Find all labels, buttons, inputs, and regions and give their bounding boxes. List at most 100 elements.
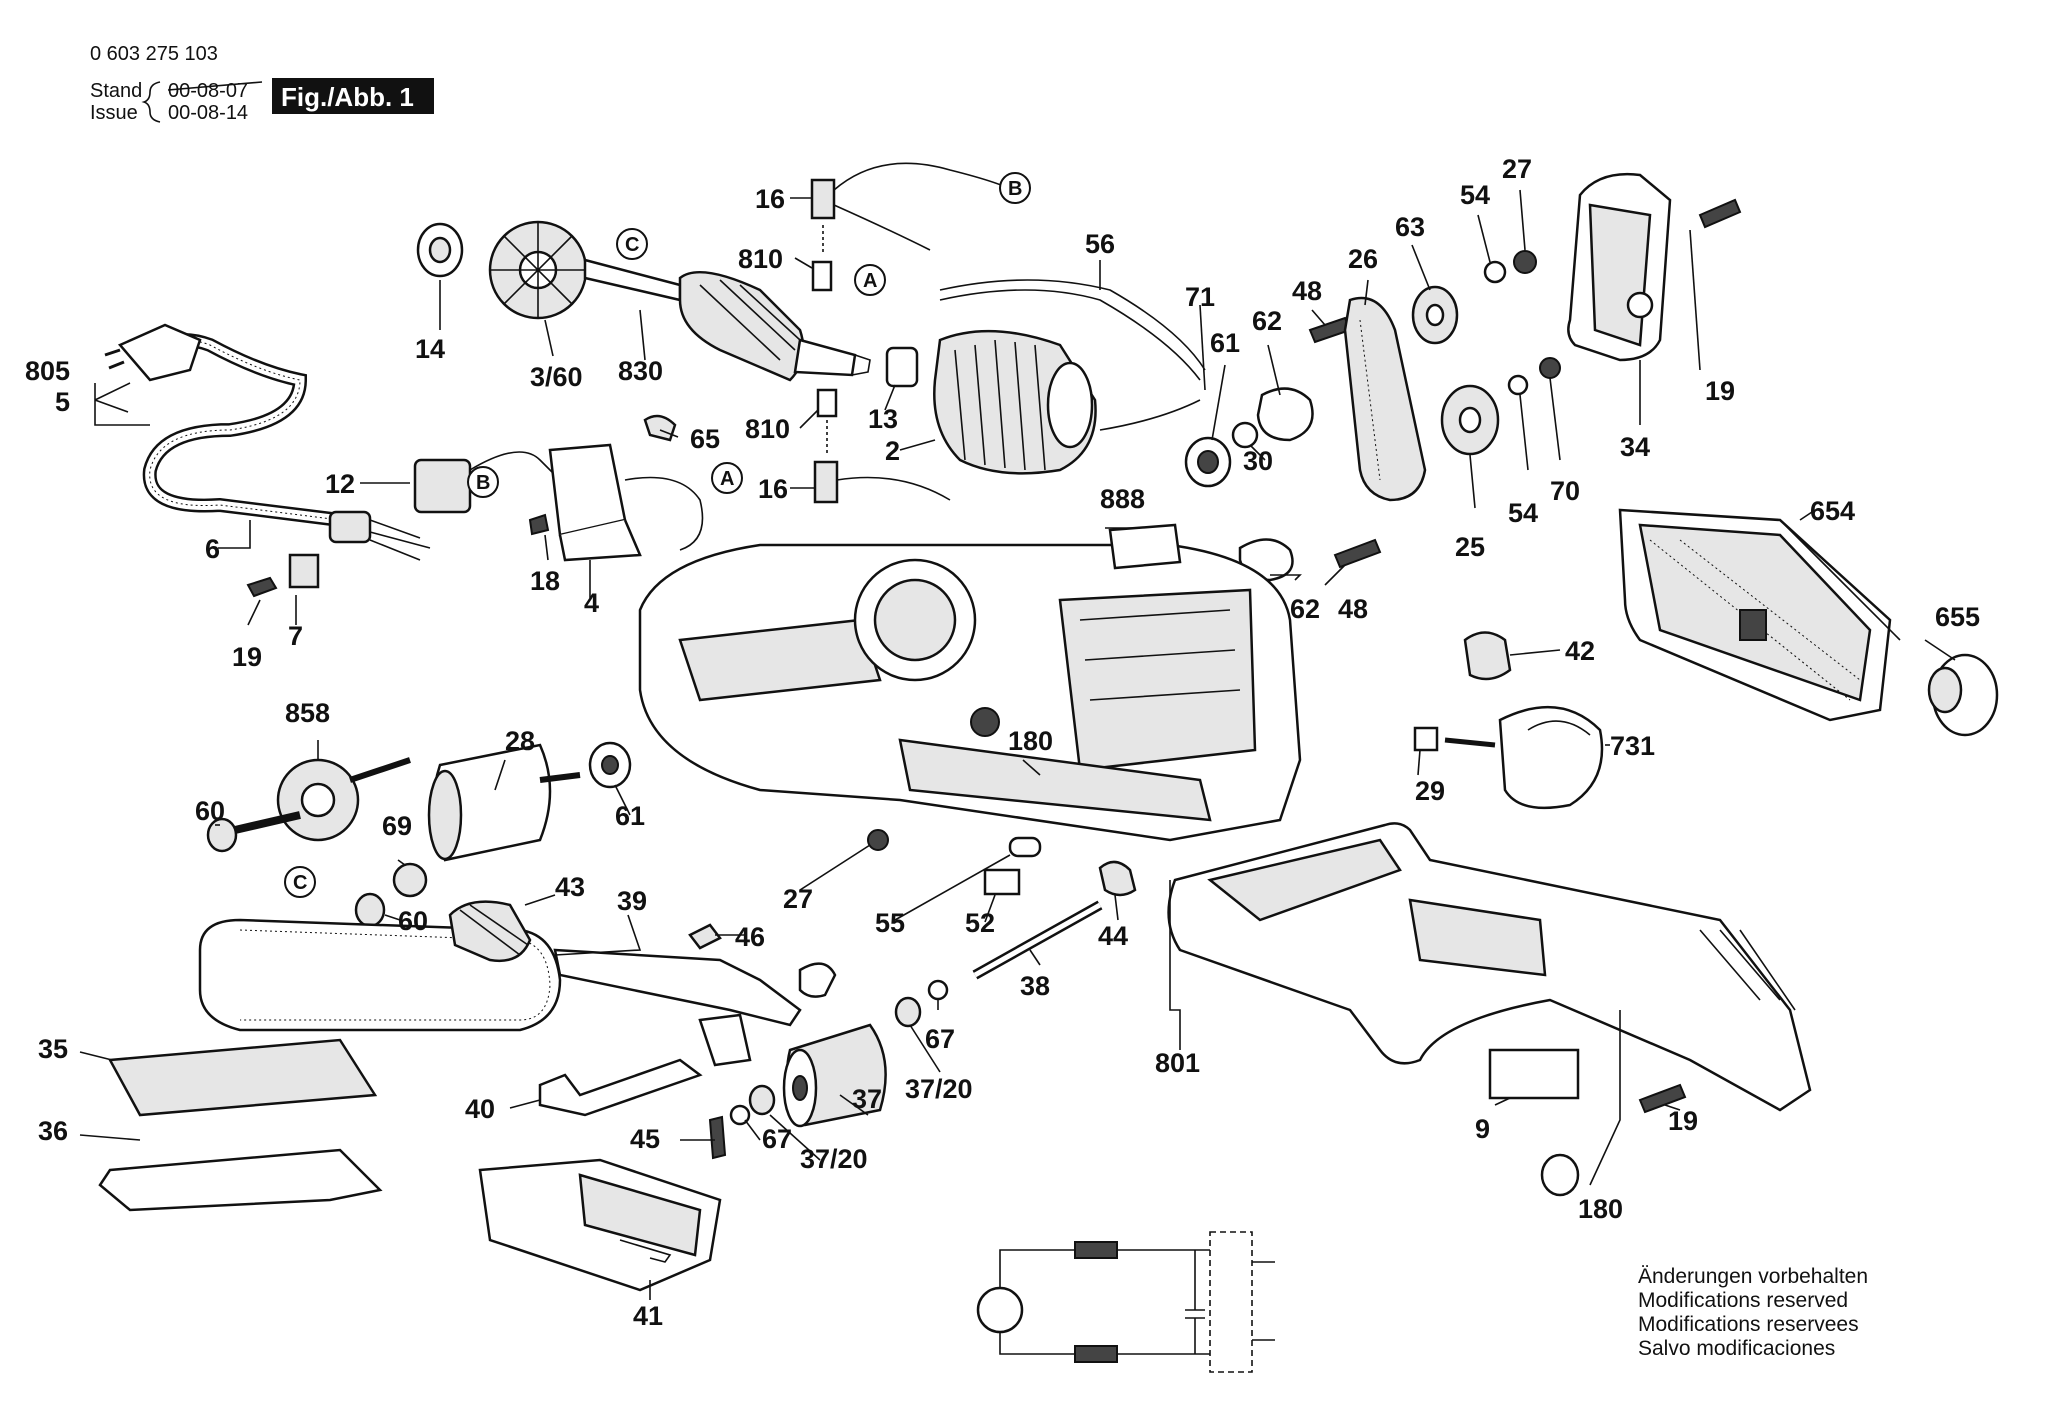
svg-text:B: B [1008,178,1022,200]
base-plate-36-icon [98,1148,383,1212]
note-line-4: Salvo modificaciones [1638,1337,1835,1360]
svg-text:B: B [476,472,490,494]
part-number: 0 603 275 103 [90,43,218,65]
callout-markers: C B A B A C [284,172,1031,898]
label-731: 731 [1610,731,1655,761]
washer-30-icon [1231,421,1259,449]
bracket-icon [698,1013,752,1067]
part-labels: 805 5 6 12 19 7 18 4 65 14 3/60 830 16 8… [25,154,1980,1331]
switch-symbol-box [1209,1231,1253,1373]
label-810-bottom: 810 [745,414,790,444]
brace-icon [141,81,161,123]
screw-19c-icon [1638,1083,1687,1114]
inductor-bottom-icon [1074,1345,1118,1363]
label-6: 6 [205,534,220,564]
label-13: 13 [868,404,898,434]
bearing-60b-icon [354,892,386,928]
screw-45-icon [708,1115,727,1160]
strikethrough-line [167,81,263,91]
callout-a-right: A [711,462,743,494]
arrow-icon [619,1239,672,1263]
label-3-60: 3/60 [530,362,583,392]
belt-26-icon [1343,296,1427,502]
label-46: 46 [735,922,765,952]
label-25: 25 [1455,532,1485,562]
label-16-bottom: 16 [758,474,788,504]
screw-19-icon [1698,198,1742,229]
lever-40-icon [538,1058,703,1117]
label-38: 38 [1020,971,1050,1001]
label-60-left: 60 [195,796,225,826]
power-cord-assembly [104,323,431,561]
screw-icon [246,576,278,598]
label-55: 55 [875,908,905,938]
label-26: 26 [1348,244,1378,274]
label-65: 65 [690,424,720,454]
label-4: 4 [584,588,599,618]
note-line-2: Modifications reserved [1638,1289,1848,1312]
label-888-icon [1108,523,1182,570]
label-70: 70 [1550,476,1580,506]
bearing-3720a-icon [894,996,922,1028]
label-180-housing: 180 [1008,726,1053,756]
lever-39-icon [553,948,802,1027]
brush-holder-bottom-icon [813,460,839,504]
label-27-top: 27 [1502,154,1532,184]
label-810-top: 810 [738,244,783,274]
plate-62-icon [1256,387,1314,442]
washer-67b-icon [729,1104,751,1126]
label-69: 69 [382,811,412,841]
modifications-note: Änderungen vorbehalten Modifications res… [1638,1265,1868,1360]
label-61-bottom: 61 [615,801,645,831]
handle-801 [1167,822,1812,1197]
cord-clamp-7 [246,553,320,598]
label-63: 63 [1395,212,1425,242]
armature-assembly [416,220,871,382]
pin-55-icon [1008,836,1042,858]
pad-52-icon [983,868,1021,896]
callout-c-bottom: C [284,866,316,898]
hook-icon [798,962,837,998]
wiring-schematic [976,1231,1275,1373]
capacitor-icon [413,458,472,514]
strain-relief-icon [328,510,372,544]
callout-c-top: C [616,228,648,260]
label-19-left: 19 [232,642,262,672]
label-12: 12 [325,469,355,499]
label-60-bottom: 60 [398,906,428,936]
label-43: 43 [555,872,585,902]
knob-731-icon [1498,705,1604,810]
main-housing [638,543,1302,842]
carbon-brush-bottom-icon [816,388,838,418]
label-37: 37 [852,1084,882,1114]
stand-date: 00-08-07 [168,80,248,102]
capacitor-symbol-icon [1185,1309,1205,1319]
figure-label: Fig./Abb. 1 [281,82,414,112]
motor-symbol-icon [976,1286,1024,1334]
screw-18-icon [528,513,550,536]
label-19-right: 19 [1668,1106,1698,1136]
bearing-69-icon [392,862,428,898]
label-37-20-lower: 37/20 [800,1144,868,1174]
bushing-13-icon [885,346,919,388]
label-655: 655 [1935,602,1980,632]
label-62-top: 62 [1252,306,1282,336]
label-48-bottom: 48 [1338,594,1368,624]
label-71: 71 [1185,282,1215,312]
label-67-right: 67 [925,1024,955,1054]
label-9: 9 [1475,1114,1490,1144]
label-42: 42 [1565,636,1595,666]
knob-42-icon [1463,631,1512,681]
inductor-top-icon [1074,1241,1118,1259]
figure-badge: Fig./Abb. 1 [272,78,434,114]
label-67-left: 67 [762,1124,792,1154]
label-654: 654 [1810,496,1855,526]
label-61-top: 61 [1210,328,1240,358]
note-line-1: Änderungen vorbehalten [1638,1265,1868,1288]
label-888: 888 [1100,484,1145,514]
washer-54b-icon [1507,374,1529,396]
label-35: 35 [38,1034,68,1064]
label-62-bottom: 62 [1290,594,1320,624]
label-36: 36 [38,1116,68,1146]
cap-180-icon [1540,1153,1580,1197]
